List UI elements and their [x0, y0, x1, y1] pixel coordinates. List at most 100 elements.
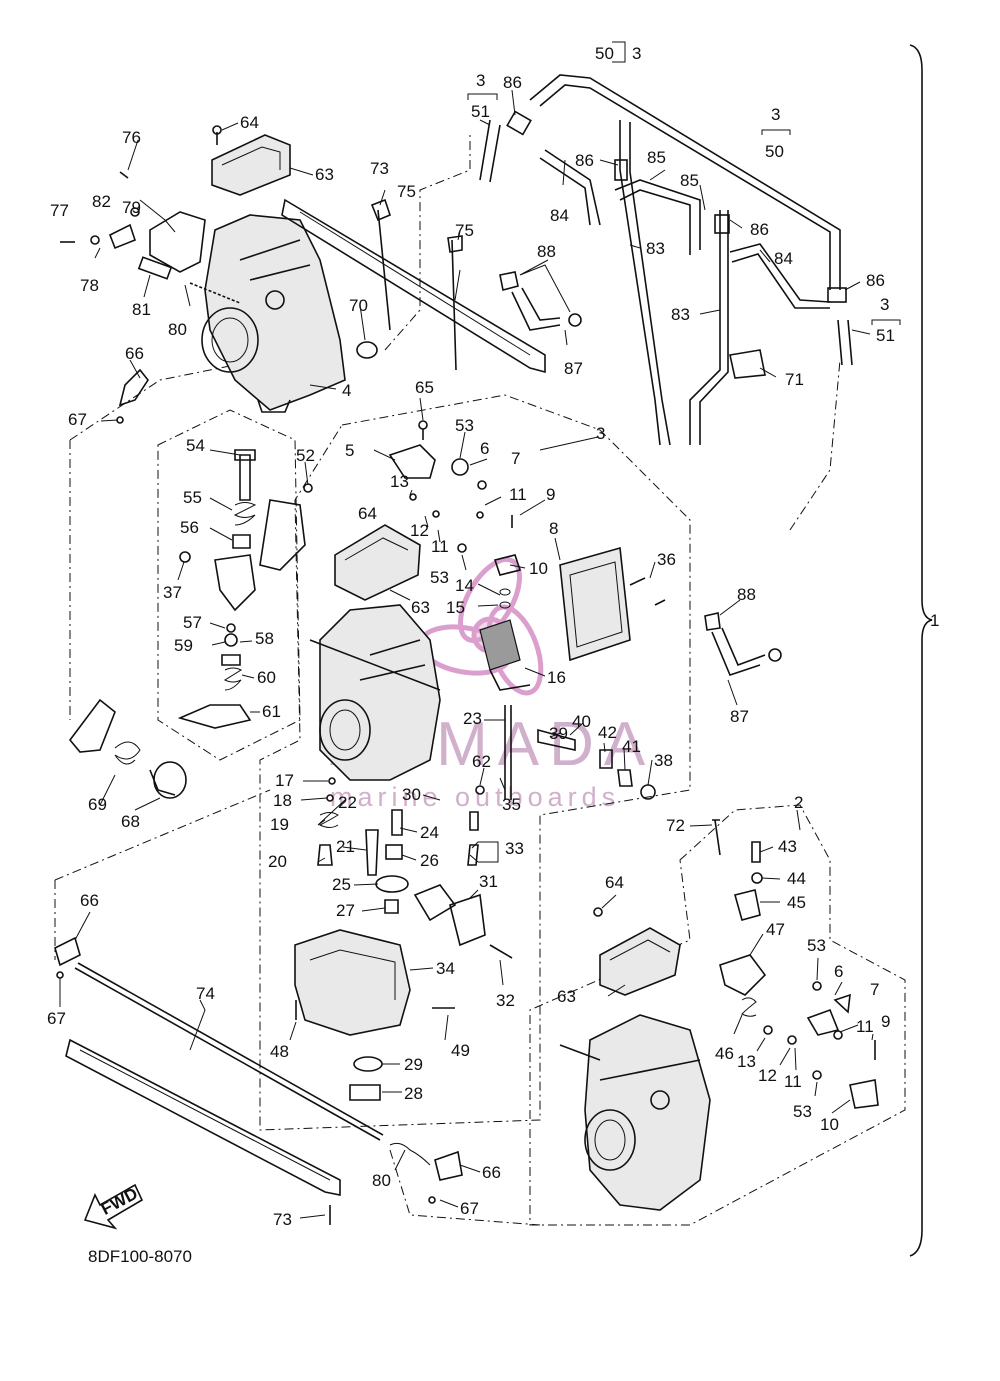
part-label: 48: [270, 1042, 289, 1061]
watermark-logo: ARMADA marine outboards: [330, 557, 645, 812]
part-label: 55: [183, 488, 202, 507]
part-label: 86: [575, 151, 594, 170]
part-label: 22: [338, 793, 357, 812]
part-label: 63: [557, 987, 576, 1006]
part-label: 72: [666, 816, 685, 835]
carburetor-body-middle: [309, 604, 441, 781]
part-label: 32: [496, 991, 515, 1010]
part-label: 83: [646, 239, 665, 258]
part-label: 75: [455, 221, 474, 240]
part-label: 79: [122, 198, 141, 217]
part-label: 17: [275, 771, 294, 790]
part-label: 82: [92, 192, 111, 211]
part-label: 6: [480, 439, 489, 458]
part-label: 26: [420, 851, 439, 870]
part-label: 84: [774, 249, 793, 268]
part-label: 42: [598, 723, 617, 742]
part-label: 88: [737, 585, 756, 604]
part-label: 66: [125, 344, 144, 363]
part-label: 9: [881, 1012, 890, 1031]
part-label: 41: [622, 737, 641, 756]
assembly-bracket: 1: [909, 44, 939, 1257]
carburetor-body-bottom: [559, 1014, 711, 1211]
part-label: 57: [183, 613, 202, 632]
part-label: 88: [537, 242, 556, 261]
part-label: 4: [342, 381, 351, 400]
part-label: 11: [509, 485, 527, 504]
fuel-rail-top: [281, 198, 546, 374]
part-label: 69: [88, 795, 107, 814]
part-label: 75: [397, 182, 416, 201]
part-label: 46: [715, 1044, 734, 1063]
part-label: 83: [671, 305, 690, 324]
float-chamber: [294, 929, 455, 1101]
part-label: 45: [787, 893, 806, 912]
diaphragm-housing-8: [559, 546, 666, 662]
part-label: 5: [345, 441, 354, 460]
part-label: 3: [771, 105, 780, 124]
part-label: 73: [370, 159, 389, 178]
reference-brackets: [467, 41, 901, 325]
part-label: 21: [336, 837, 355, 856]
part-label: 36: [657, 550, 676, 569]
choke-group: [177, 449, 313, 729]
part-label: 14: [455, 576, 474, 595]
part-label: 10: [820, 1115, 839, 1134]
part-label: 66: [482, 1163, 501, 1182]
outline-choke-link: [69, 359, 331, 441]
part-label: 64: [358, 504, 377, 523]
part-label: 3: [596, 424, 605, 443]
hoses-top-right: [479, 74, 853, 446]
part-label: 3: [632, 44, 641, 63]
part-label: 51: [471, 102, 490, 121]
part-label: 28: [404, 1084, 423, 1103]
part-label: 62: [472, 752, 491, 771]
plate-bottom: [65, 1038, 341, 1196]
connecting-rod-74: [74, 962, 384, 1141]
part-label: 61: [262, 702, 281, 721]
small-parts-top: [60, 125, 241, 424]
part-label: 30: [402, 785, 421, 804]
carburetor-body-top: [201, 214, 346, 413]
part-label: 7: [870, 980, 879, 999]
outline-hose-link: [789, 359, 841, 531]
part-label: 34: [436, 959, 455, 978]
part-label: 87: [564, 359, 583, 378]
part-label: 59: [174, 636, 193, 655]
part-label: 44: [787, 869, 806, 888]
part-label: 38: [654, 751, 673, 770]
part-label: 53: [455, 416, 474, 435]
vacuum-chamber-cover-middle: [334, 524, 421, 601]
part-label: 11: [856, 1017, 874, 1036]
part-label: 18: [273, 791, 292, 810]
part-label: 49: [451, 1041, 470, 1060]
part-label: 39: [549, 724, 568, 743]
part-label: 54: [186, 436, 205, 455]
part-label: 64: [240, 113, 259, 132]
part-label: 12: [410, 521, 429, 540]
part-labels: 64 63 76 77 82 79 78 81 80 73 75 75 70 6…: [47, 44, 895, 1229]
choke-plunger-parts: [479, 554, 531, 691]
part-label: 9: [546, 485, 555, 504]
outline-top-link: [384, 135, 471, 351]
part-label: 67: [68, 410, 87, 429]
group-2-small-parts: [712, 819, 879, 1109]
part-label: 87: [730, 707, 749, 726]
part-label: 12: [758, 1066, 777, 1085]
part-label: 2: [794, 793, 803, 812]
group-outlines: [54, 135, 906, 1226]
part-label: 40: [572, 712, 591, 731]
hose-88-87-middle: [704, 612, 782, 676]
part-label: 58: [255, 629, 274, 648]
jets-and-needles: [317, 777, 513, 959]
part-label: 63: [411, 598, 430, 617]
diagram-code: 8DF100-8070: [88, 1247, 192, 1266]
part-label: 20: [268, 852, 287, 871]
part-label: 85: [680, 171, 699, 190]
outline-group-choke: [157, 409, 301, 761]
part-label: 76: [122, 128, 141, 147]
part-label: 24: [420, 823, 439, 842]
part-label: 81: [132, 300, 151, 319]
part-label: 3: [880, 295, 889, 314]
part-label: 50: [765, 142, 784, 161]
